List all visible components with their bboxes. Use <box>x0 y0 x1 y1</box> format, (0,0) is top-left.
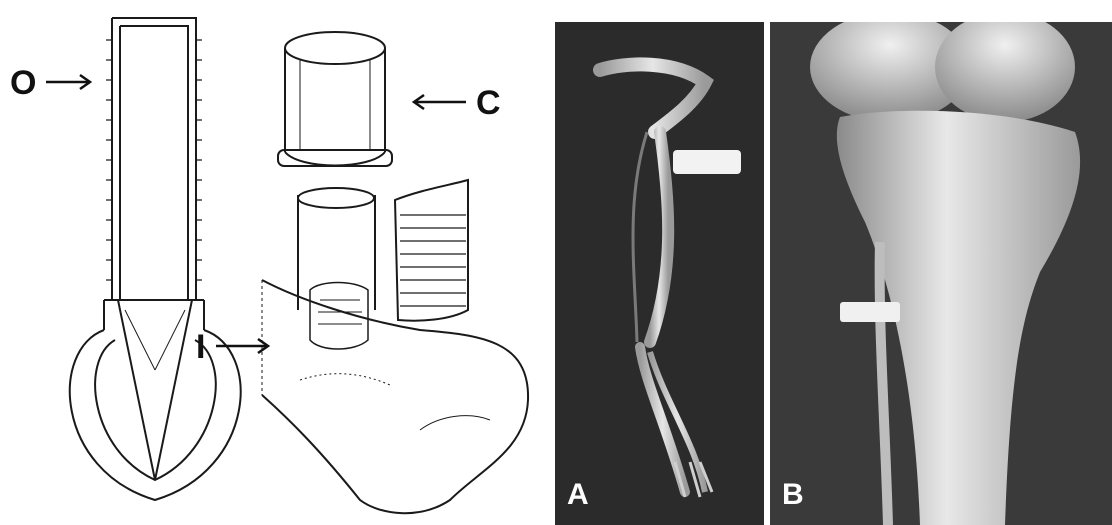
outer-sleeve-drawing <box>70 18 241 500</box>
bone-drawing <box>262 280 528 513</box>
implant-arrow-icon <box>214 336 274 356</box>
cap-arrow-icon <box>410 92 470 112</box>
xray-panel-b: B <box>770 22 1112 525</box>
outer-sleeve-label: O <box>10 66 36 100</box>
xray-panel-a: A <box>555 22 764 525</box>
cap-label: C <box>476 86 501 120</box>
outer-arrow-icon <box>44 72 94 92</box>
panel-b-label: B <box>782 480 804 510</box>
panel-a-label: A <box>567 480 589 510</box>
xray-a-image <box>555 22 764 525</box>
implanted-tube-drawing <box>298 188 375 349</box>
threaded-insert-drawing <box>395 180 468 321</box>
cap-drawing <box>278 32 392 166</box>
implant-label: I <box>196 330 205 364</box>
xray-b-image <box>770 22 1112 525</box>
